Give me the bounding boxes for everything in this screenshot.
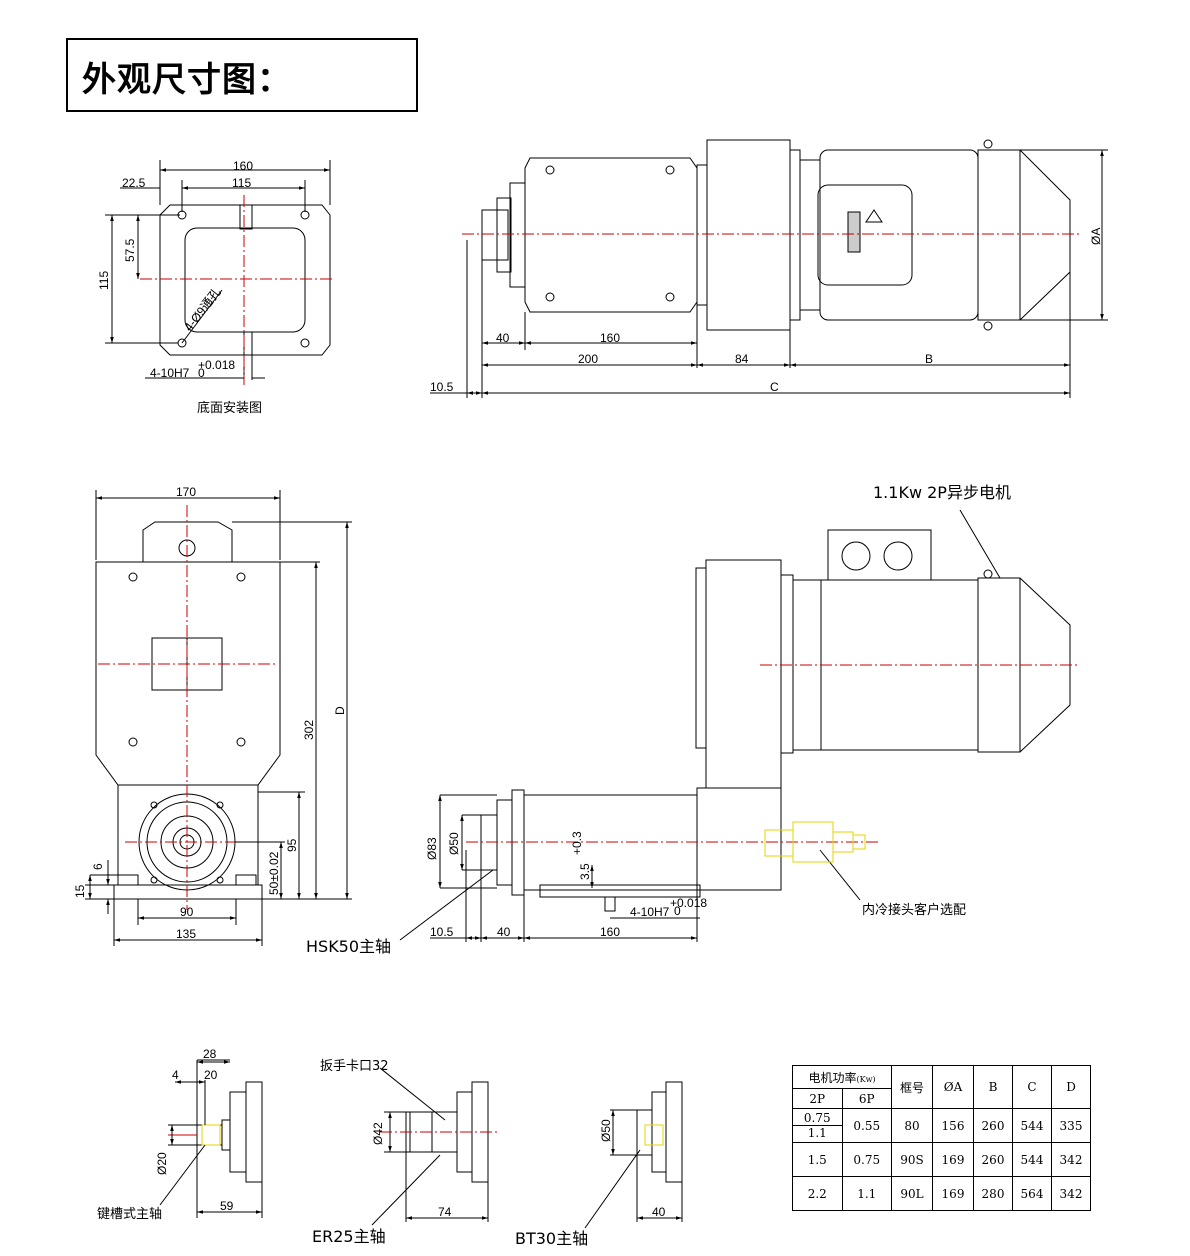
dim-sd-pin: 4-10H7	[630, 905, 670, 919]
dim-sd-tol-lo: 0	[674, 904, 681, 918]
cell-p6: 1.1	[841, 1176, 892, 1211]
dim-sd-10-5: 10.5	[430, 925, 454, 939]
dim-er-74: 74	[438, 1205, 452, 1219]
dim-bv-22-5: 22.5	[122, 176, 146, 190]
hsk-label: HSK50主轴	[306, 937, 391, 956]
cell-p6: 0.55	[841, 1108, 892, 1143]
th-6p: 6P	[841, 1088, 892, 1109]
dim-top-84: 84	[735, 352, 749, 366]
dim-sd-3-5: 3.5	[578, 863, 592, 880]
dim-top-40: 40	[496, 331, 510, 345]
dim-sd-40: 40	[497, 925, 511, 939]
dim-fr-135: 135	[176, 927, 196, 941]
dim-bv-pin: 4-10H7	[150, 366, 190, 380]
bt-label: BT30主轴	[515, 1229, 588, 1248]
dim-sd-83: Ø83	[425, 837, 439, 860]
cell-frame: 90L	[891, 1176, 933, 1211]
dim-sd-tol: +0.3	[570, 831, 584, 855]
cell-A: 169	[932, 1142, 974, 1177]
bottom-mount-view	[105, 160, 335, 385]
dim-fr-90: 90	[180, 905, 194, 919]
cell-D: 335	[1051, 1108, 1091, 1143]
dim-bv-160: 160	[233, 159, 253, 173]
dim-fr-15: 15	[73, 884, 87, 898]
dim-er-phi42: Ø42	[371, 1122, 385, 1145]
cell-B: 260	[973, 1108, 1013, 1143]
dim-fr-302: 302	[302, 720, 316, 740]
cell-C: 544	[1012, 1108, 1052, 1143]
coolant-connector	[764, 821, 866, 863]
dim-top-phiA: ØA	[1089, 228, 1103, 245]
title-box: 外观尺寸图：	[66, 38, 418, 112]
dim-k-28: 28	[203, 1047, 217, 1061]
dim-sd-tol-up: +0.018	[670, 896, 707, 910]
dim-bv-57-5: 57.5	[123, 238, 137, 262]
dim-bv-hole: 4-Ø9通孔	[181, 285, 223, 334]
cell-frame: 90S	[891, 1142, 933, 1177]
side-view	[399, 509, 1080, 942]
dim-k-20: 20	[204, 1068, 218, 1082]
dim-fr-50: 50±0.02	[267, 851, 281, 895]
dim-fr-D: D	[333, 706, 347, 715]
dim-top-B: B	[925, 352, 933, 366]
cell-D: 342	[1051, 1142, 1091, 1177]
top-side-view	[430, 139, 1108, 398]
dim-bt-phi50: Ø50	[599, 1119, 613, 1142]
dim-bv-115-top: 115	[232, 176, 251, 190]
er25-spindle-view	[371, 1067, 500, 1226]
coolant-callout: 内冷接头客户选配	[862, 902, 966, 918]
front-view	[85, 490, 352, 946]
dim-top-C: C	[770, 380, 779, 394]
cell-frame: 80	[891, 1108, 933, 1143]
table-row: 2.2 1.1 90L 169 280 564 342	[792, 1176, 1091, 1211]
dim-bv-tol-lo: 0	[198, 366, 205, 380]
dim-fr-6: 6	[91, 863, 105, 870]
th-A: ØA	[932, 1065, 974, 1109]
dim-top-10-5: 10.5	[430, 380, 454, 394]
dim-bv-tol-up: +0.018	[198, 358, 235, 372]
table-row: 1.5 0.75 90S 169 260 544 342	[792, 1142, 1091, 1177]
keyway-spindle-view	[159, 1059, 263, 1218]
cell-C: 564	[1012, 1176, 1052, 1211]
cell-p2: 2.2	[792, 1176, 843, 1211]
bottom-view-caption: 底面安装图	[197, 400, 262, 416]
dim-k-4: 4	[172, 1068, 179, 1082]
cell-p6: 0.75	[841, 1142, 892, 1177]
th-B: B	[973, 1065, 1013, 1109]
cell-C: 544	[1012, 1142, 1052, 1177]
dim-top-200: 200	[578, 352, 598, 366]
th-frame: 框号	[891, 1065, 933, 1109]
dim-fr-170: 170	[176, 485, 196, 499]
cell-A: 169	[932, 1176, 974, 1211]
th-D: D	[1051, 1065, 1091, 1109]
cell-p2: 0.75	[793, 1111, 842, 1126]
dim-top-160: 160	[600, 331, 620, 345]
page-title: 外观尺寸图：	[82, 60, 292, 100]
cell-p2b: 1.1	[807, 1126, 827, 1140]
th-power: 电机功率	[808, 1070, 857, 1085]
th-unit: (Kw)	[856, 1074, 876, 1084]
dim-k-phi20: Ø20	[155, 1152, 169, 1175]
dim-sd-160: 160	[600, 925, 620, 939]
motor-callout: 1.1Kw 2P异步电机	[873, 483, 1011, 502]
th-C: C	[1012, 1065, 1052, 1109]
er-label: ER25主轴	[312, 1227, 386, 1246]
wrench-label: 扳手卡口32	[320, 1058, 389, 1074]
dim-fr-95: 95	[285, 838, 299, 852]
cell-B: 280	[973, 1176, 1013, 1211]
dim-k-59: 59	[220, 1199, 234, 1213]
bt30-spindle-view	[584, 1081, 683, 1229]
keyway-label: 键槽式主轴	[97, 1207, 162, 1222]
th-2p: 2P	[792, 1088, 843, 1109]
cell-D: 342	[1051, 1176, 1091, 1211]
cell-B: 260	[973, 1142, 1013, 1177]
cell-p2: 1.5	[792, 1142, 843, 1177]
dim-bt-40: 40	[652, 1205, 666, 1219]
dim-sd-50: Ø50	[447, 832, 461, 855]
dim-bv-115-side: 115	[97, 271, 111, 290]
cell-A: 156	[932, 1108, 974, 1143]
